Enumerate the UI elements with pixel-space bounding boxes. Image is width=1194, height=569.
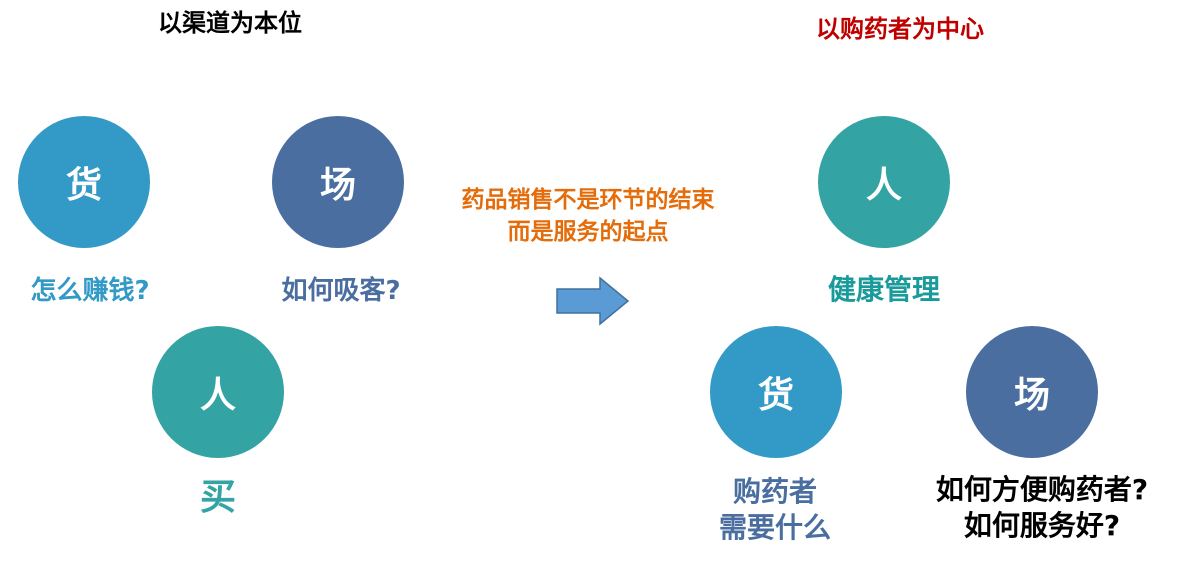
left-people-circle: 人 [152,326,284,458]
left-place-label: 场 [319,165,356,206]
right-place-label: 场 [1013,375,1050,416]
left-place-circle: 场 [272,116,404,248]
right-heading: 以购药者为中心 [816,15,984,43]
right-goods-caption: 购药者 需要什么 [690,474,860,546]
right-people-circle: 人 [818,116,950,248]
right-people-label: 人 [865,165,902,206]
right-place-caption-line-2: 如何服务好? [963,509,1121,542]
right-goods-caption-line-2: 需要什么 [718,511,831,544]
right-arrow-icon [556,276,630,326]
transition-text: 药品销售不是环节的结束 而是服务的起点 [432,184,744,248]
right-place-caption-line-1: 如何方便购药者? [935,473,1149,506]
right-goods-label: 货 [757,375,794,416]
left-goods-circle: 货 [18,116,150,248]
left-goods-caption: 怎么赚钱? [30,276,150,306]
left-people-caption: 买 [199,477,236,518]
left-people-label: 人 [199,375,236,416]
right-place-caption: 如何方便购药者? 如何服务好? [912,472,1172,544]
right-people-caption: 健康管理 [827,273,940,306]
left-heading: 以渠道为本位 [158,9,302,37]
right-place-circle: 场 [966,326,1098,458]
right-goods-caption-line-1: 购药者 [732,475,817,508]
left-place-caption: 如何吸客? [281,276,401,306]
transition-line-1: 药品销售不是环节的结束 [461,187,715,213]
left-goods-label: 货 [65,165,102,206]
right-goods-circle: 货 [710,326,842,458]
transition-line-2: 而是服务的起点 [507,219,669,245]
